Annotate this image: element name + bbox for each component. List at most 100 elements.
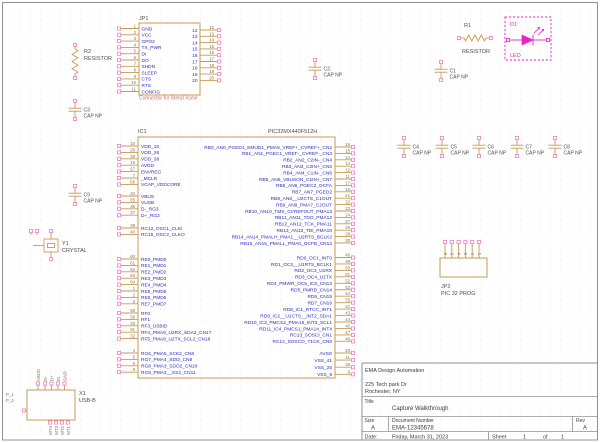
pin-square[interactable] xyxy=(216,78,221,83)
pin-square[interactable] xyxy=(117,39,122,44)
pin-square[interactable] xyxy=(73,43,78,48)
pin-square[interactable] xyxy=(350,215,355,220)
pin-square[interactable] xyxy=(350,164,355,169)
pin-square[interactable] xyxy=(66,420,71,425)
pin-square[interactable] xyxy=(350,196,355,201)
pin-square[interactable] xyxy=(117,256,122,261)
pin-square[interactable] xyxy=(401,135,406,140)
pin-square[interactable] xyxy=(439,135,444,140)
pin-square[interactable] xyxy=(117,156,122,161)
pin-square[interactable] xyxy=(350,240,355,245)
pin-square[interactable] xyxy=(62,381,67,386)
pin-square[interactable] xyxy=(43,381,48,386)
pin-square[interactable] xyxy=(476,135,481,140)
pin-square[interactable] xyxy=(117,200,122,205)
pin-square[interactable] xyxy=(54,420,59,425)
pin-square[interactable] xyxy=(350,307,355,312)
pin-square[interactable] xyxy=(401,153,406,158)
pin-square[interactable] xyxy=(117,357,122,362)
pin-square[interactable] xyxy=(49,256,54,261)
pin-square[interactable] xyxy=(117,26,122,31)
pin-square[interactable] xyxy=(216,27,221,32)
pin-square[interactable] xyxy=(117,45,122,50)
pin-square[interactable] xyxy=(350,268,355,273)
pin-square[interactable] xyxy=(117,143,122,148)
pin-square[interactable] xyxy=(73,76,78,81)
pin-square[interactable] xyxy=(312,58,317,63)
pin-square[interactable] xyxy=(216,59,221,64)
pin-square[interactable] xyxy=(438,60,443,65)
pin-square[interactable] xyxy=(117,225,122,230)
pin-square[interactable] xyxy=(505,38,510,43)
pin-square[interactable] xyxy=(117,163,122,168)
pin-square[interactable] xyxy=(117,89,122,94)
pin-square[interactable] xyxy=(312,76,317,81)
pin-square[interactable] xyxy=(488,36,493,41)
pin-square[interactable] xyxy=(350,183,355,188)
pin-square[interactable] xyxy=(117,232,122,237)
pin-square[interactable] xyxy=(350,157,355,162)
pin-square[interactable] xyxy=(117,276,122,281)
pin-square[interactable] xyxy=(117,83,122,88)
pin-square[interactable] xyxy=(553,135,558,140)
pin-square[interactable] xyxy=(546,38,551,43)
pin-square[interactable] xyxy=(350,151,355,156)
pin-square[interactable] xyxy=(463,239,468,244)
pin-square[interactable] xyxy=(216,40,221,45)
pin-square[interactable] xyxy=(48,420,53,425)
pin-square[interactable] xyxy=(456,36,461,41)
pin-square[interactable] xyxy=(28,228,33,233)
pin-square[interactable] xyxy=(117,193,122,198)
pin-square[interactable] xyxy=(350,189,355,194)
pin-square[interactable] xyxy=(117,370,122,375)
pin-square[interactable] xyxy=(73,201,78,206)
pin-square[interactable] xyxy=(117,330,122,335)
pin-square[interactable] xyxy=(56,381,61,386)
pin-square[interactable] xyxy=(117,58,122,63)
pin-square[interactable] xyxy=(117,175,122,180)
pin-square[interactable] xyxy=(350,365,355,370)
pin-square[interactable] xyxy=(117,32,122,37)
pin-square[interactable] xyxy=(449,239,454,244)
pin-square[interactable] xyxy=(73,117,78,122)
pin-square[interactable] xyxy=(117,213,122,218)
pin-square[interactable] xyxy=(350,287,355,292)
pin-square[interactable] xyxy=(350,339,355,344)
pin-square[interactable] xyxy=(350,221,355,226)
pin-square[interactable] xyxy=(117,64,122,69)
pin-square[interactable] xyxy=(117,70,122,75)
pin-square[interactable] xyxy=(350,170,355,175)
pin-square[interactable] xyxy=(470,239,475,244)
pin-square[interactable] xyxy=(117,295,122,300)
pin-square[interactable] xyxy=(350,208,355,213)
pin-square[interactable] xyxy=(117,323,122,328)
pin-square[interactable] xyxy=(117,169,122,174)
pin-square[interactable] xyxy=(117,350,122,355)
pin-square[interactable] xyxy=(350,234,355,239)
pin-square[interactable] xyxy=(117,301,122,306)
pin-square[interactable] xyxy=(350,294,355,299)
pin-square[interactable] xyxy=(350,358,355,363)
pin-square[interactable] xyxy=(117,363,122,368)
pin-square[interactable] xyxy=(216,34,221,39)
pin-square[interactable] xyxy=(21,408,26,413)
pin-square[interactable] xyxy=(117,150,122,155)
pin-square[interactable] xyxy=(442,239,447,244)
pin-square[interactable] xyxy=(117,310,122,315)
pin-square[interactable] xyxy=(117,206,122,211)
pin-square[interactable] xyxy=(350,326,355,331)
